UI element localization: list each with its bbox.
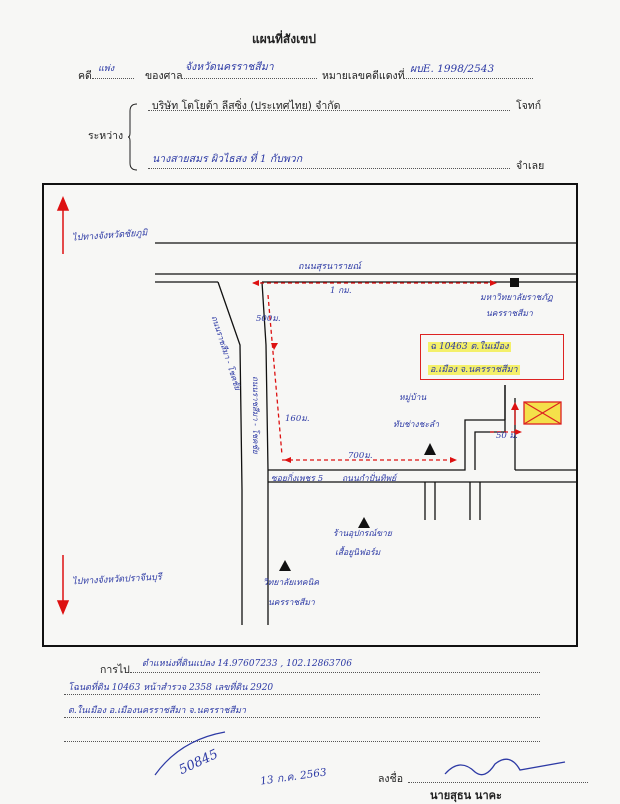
dotted-line: [148, 110, 510, 111]
red-case-label: หมายเลขคดีแดงที่: [322, 70, 405, 82]
pen-stroke: [154, 731, 226, 776]
college-label-line1: วิทยาลัยเทคนิค: [263, 578, 320, 588]
notes-label: การไป: [100, 664, 130, 676]
notes-line1: ตำแหน่งที่ดินแปลง 14.97607233 , 102.1286…: [142, 659, 352, 669]
college-label-line2: นครราชสีมา: [268, 598, 315, 608]
plaintiff-name: บริษัท โตโยต้า ลีสซิ่ง (ประเทศไทย) จำกัด: [152, 100, 341, 112]
arrow-up-icon: [56, 196, 70, 254]
road-line: [424, 482, 436, 520]
map-frame: [42, 183, 578, 647]
plot-line1-text: ฉ 10463 ต.ในเมือง: [428, 342, 511, 352]
brace-bracket: [128, 103, 138, 171]
distance-top: 1 กม.: [330, 286, 352, 296]
road-bottom-label: ถนนกำปั่นทิพย์: [342, 474, 397, 484]
dotted-line: [408, 782, 588, 783]
village-label-line2: ทับช่างชะลำ: [393, 420, 440, 430]
dotted-line: [181, 78, 317, 79]
village-marker-icon: [424, 443, 436, 455]
case-label: คดี: [78, 70, 92, 82]
road-main-label: ถนนสุรนารายณ์: [298, 262, 361, 272]
dotted-line: [403, 78, 533, 79]
plot-line2-text: อ.เมือง จ.นครราชสีมา: [428, 365, 520, 375]
route-arrowheads: [252, 280, 522, 463]
dotted-line: [130, 672, 540, 673]
plot-line1: ฉ 10463 ต.ในเมือง: [428, 339, 511, 353]
case-type: แพ่ง: [98, 64, 115, 74]
sign-label: ลงชื่อ: [378, 773, 403, 785]
between-label: ระหว่าง: [88, 130, 124, 142]
notes-line2: โฉนดที่ดิน 10463 หน้าสำรวจ 2358 เลขที่ดิ…: [68, 683, 274, 693]
road-line: [469, 482, 481, 520]
road-line: [268, 419, 505, 471]
plot-info-box: [420, 334, 564, 380]
university-label-line1: มหาวิทยาลัยราชภัฏ: [480, 293, 553, 303]
notes-line3: ต.ในเมือง อ.เมืองนครราชสีมา จ.นครราชสีมา: [68, 706, 246, 716]
distance-left-b: 160ม.: [285, 414, 310, 424]
map-title: แผนที่สังเขป: [252, 32, 316, 46]
road-line: [261, 281, 269, 625]
shop-label-line2: เสื้อยูนิฟอร์ม: [335, 548, 381, 558]
university-marker-icon: [510, 278, 519, 287]
dotted-line: [64, 717, 540, 718]
red-case-number: ผบE. 1998/2543: [410, 63, 495, 75]
road-line: [217, 281, 243, 625]
college-marker-icon: [279, 560, 291, 571]
distance-left-a: 500ม.: [256, 314, 281, 324]
soi-label: ซอยกิ่งเพชร 5: [271, 474, 324, 484]
signature-scribble: [444, 758, 566, 776]
dotted-line: [64, 694, 540, 695]
plot-line2: อ.เมือง จ.นครราชสีมา: [428, 362, 520, 376]
court-label: ของศาล: [145, 70, 183, 82]
road-left-lower-label: ถนนราชสีมา - โชคชัย: [251, 376, 260, 454]
shop-marker-icon: [358, 517, 370, 528]
village-label-line1: หมู่บ้าน: [399, 393, 427, 403]
defendant-role: จำเลย: [516, 160, 545, 172]
university-label-line2: นครราชสีมา: [486, 309, 533, 319]
plaintiff-role: โจทก์: [516, 100, 542, 112]
distance-bottom: 700ม.: [348, 451, 373, 461]
plot-marker-icon: [523, 401, 562, 425]
dotted-line: [64, 741, 540, 742]
defendant-name: นางสายสมร ผิวไธสง ที่ 1 กับพวก: [152, 153, 303, 165]
signer-name: นายสุธน นาคะ: [430, 789, 502, 802]
dotted-line: [148, 168, 510, 169]
dotted-line: [92, 78, 134, 79]
shop-label-line1: ร้านอุปกรณ์ขาย: [333, 529, 392, 539]
arrow-down-icon: [56, 555, 70, 615]
court-name: จังหวัดนครราชสีมา: [185, 61, 274, 73]
distance-right: 50 ม.: [496, 431, 518, 441]
